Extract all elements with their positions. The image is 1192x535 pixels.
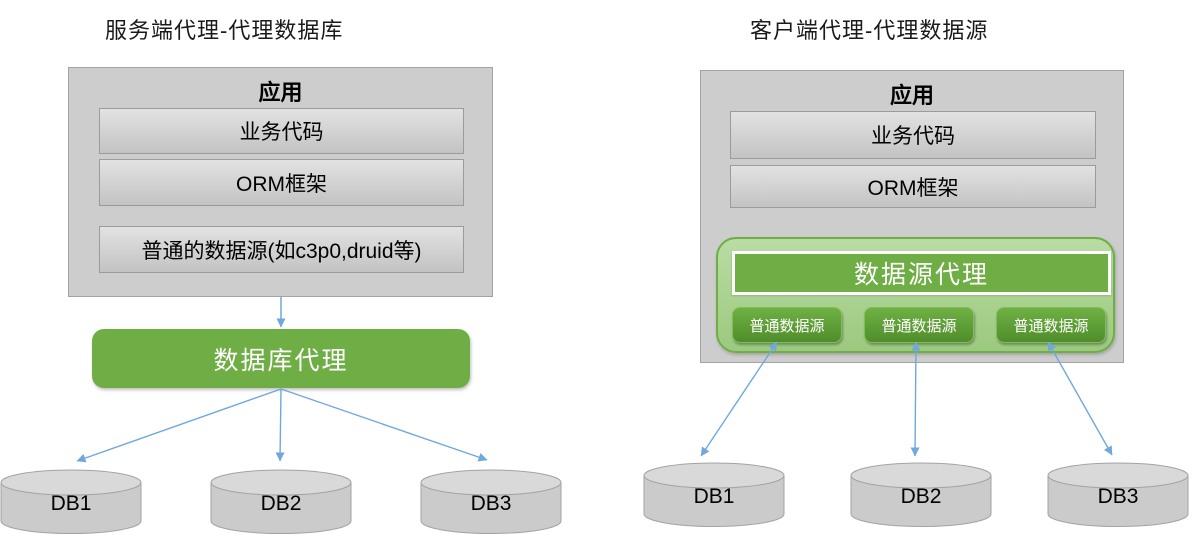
left-diagram-title: 服务端代理-代理数据库 bbox=[105, 18, 344, 43]
left-db3-label: DB3 bbox=[470, 492, 512, 515]
right-db3-label: DB3 bbox=[1097, 485, 1139, 508]
right-plain-datasource-2: 普通数据源 bbox=[864, 307, 974, 343]
right-db1-label: DB1 bbox=[693, 485, 735, 508]
left-db2-cylinder: DB2 bbox=[210, 469, 352, 535]
left-app-title: 应用 bbox=[258, 80, 303, 105]
cylinder-shape bbox=[210, 469, 352, 534]
right-diagram-title: 客户端代理-代理数据源 bbox=[750, 18, 989, 43]
cylinder-shape bbox=[0, 469, 142, 534]
right-layer-orm-label: ORM框架 bbox=[867, 176, 959, 200]
right-layer-business-code-label: 业务代码 bbox=[871, 125, 955, 148]
left-layer-orm: ORM框架 bbox=[99, 159, 464, 206]
right-datasource-proxy-box: 数据源代理 bbox=[732, 251, 1111, 295]
right-plain-datasource-1: 普通数据源 bbox=[732, 307, 842, 343]
right-db1-cylinder: DB1 bbox=[643, 462, 785, 528]
right-datasource-container: 数据源代理 普通数据源 普通数据源 普通数据源 bbox=[716, 237, 1115, 353]
left-db1-cylinder: DB1 bbox=[0, 469, 142, 535]
right-db2-label: DB2 bbox=[900, 485, 942, 508]
right-application-box: 应用 业务代码 ORM框架 数据源代理 普通数据源 普通数据源 普通数据源 bbox=[700, 70, 1124, 363]
right-plain-datasource-1-label: 普通数据源 bbox=[749, 317, 825, 335]
left-db1-label: DB1 bbox=[50, 492, 92, 515]
left-layer-business-code-label: 业务代码 bbox=[239, 121, 324, 144]
cylinder-shape bbox=[1047, 462, 1189, 527]
right-db2-cylinder: DB2 bbox=[850, 462, 992, 528]
cylinder-shape bbox=[643, 462, 785, 527]
arrow-left-proxy-to-db3 bbox=[280, 388, 488, 462]
right-datasource-proxy-label: 数据源代理 bbox=[853, 261, 989, 289]
left-database-proxy-box: 数据库代理 bbox=[92, 329, 470, 388]
left-database-proxy-label: 数据库代理 bbox=[213, 346, 349, 375]
right-plain-datasource-2-label: 普通数据源 bbox=[881, 317, 957, 335]
left-layer-orm-label: ORM框架 bbox=[236, 172, 327, 196]
right-layer-business-code: 业务代码 bbox=[730, 111, 1096, 159]
arrow-left-proxy-to-db2 bbox=[275, 388, 285, 462]
left-application-box: 应用 业务代码 ORM框架 普通的数据源(如c3p0,druid等) bbox=[68, 67, 493, 297]
right-db3-cylinder: DB3 bbox=[1047, 462, 1189, 528]
right-layer-orm: ORM框架 bbox=[730, 165, 1096, 208]
right-plain-datasource-3: 普通数据源 bbox=[996, 307, 1106, 343]
arrow-left-proxy-to-db1 bbox=[76, 388, 282, 463]
left-db2-label: DB2 bbox=[260, 492, 302, 515]
left-layer-business-code: 业务代码 bbox=[99, 108, 464, 154]
left-layer-datasource: 普通的数据源(如c3p0,druid等) bbox=[99, 226, 464, 273]
right-plain-datasource-3-label: 普通数据源 bbox=[1013, 317, 1089, 335]
left-layer-datasource-label: 普通的数据源(如c3p0,druid等) bbox=[141, 239, 422, 263]
right-app-title: 应用 bbox=[889, 83, 934, 108]
left-db3-cylinder: DB3 bbox=[420, 469, 562, 535]
cylinder-shape bbox=[420, 469, 562, 534]
cylinder-shape bbox=[850, 462, 992, 527]
